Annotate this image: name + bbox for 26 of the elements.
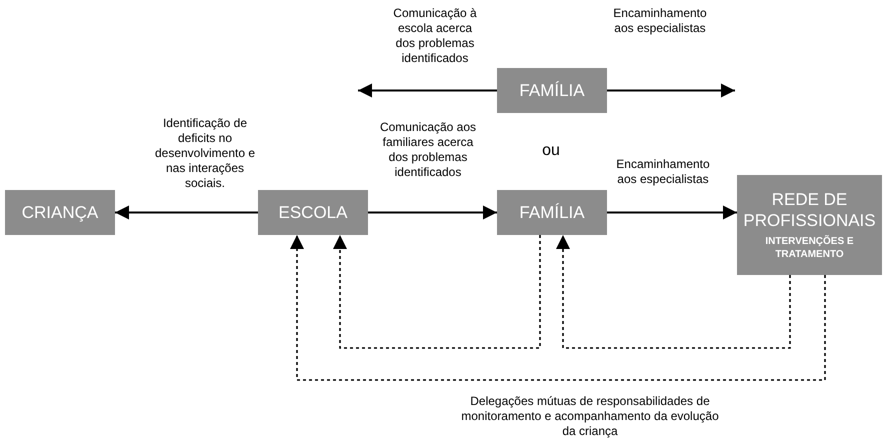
arrow: [607, 206, 737, 220]
dotted-arrow: [556, 235, 791, 349]
process-box: [5, 190, 115, 235]
box-title: FAMÍLIA: [518, 202, 586, 223]
box-title: ESCOLA: [278, 202, 348, 223]
box-title: CRIANÇA: [20, 202, 100, 223]
connector-word: ou: [541, 141, 561, 161]
edge-label: Encaminhamento aos especialistas: [615, 157, 711, 187]
box-subtitle: INTERVENÇÕES E TRATAMENTO: [764, 235, 855, 261]
edge-label: Encaminhamento aos especialistas: [612, 6, 708, 36]
box-title: FAMÍLIA: [518, 80, 586, 101]
edge-label: Identificação de deficits no desenvolvimento e nas interações sociais.: [154, 116, 256, 191]
box-title: REDE DE PROFISSIONAIS: [742, 189, 877, 231]
process-box: [497, 68, 607, 113]
edge-label: Comunicação à escola acerca dos problemas identificados: [392, 6, 478, 66]
arrow: [368, 206, 497, 220]
process-box: [737, 175, 882, 275]
process-box: [258, 190, 368, 235]
process-box: [497, 190, 607, 235]
dotted-arrow: [333, 235, 541, 349]
note-text: Delegações mútuas de responsabilidades de monitoramento e acompanhamento da evolução da criança: [460, 394, 720, 439]
edge-label: Comunicação aos familiares acerca dos problemas identificados: [378, 120, 478, 180]
arrow: [115, 206, 258, 220]
dotted-arrow: [290, 235, 826, 381]
arrow: [358, 84, 497, 98]
arrow: [607, 84, 735, 98]
